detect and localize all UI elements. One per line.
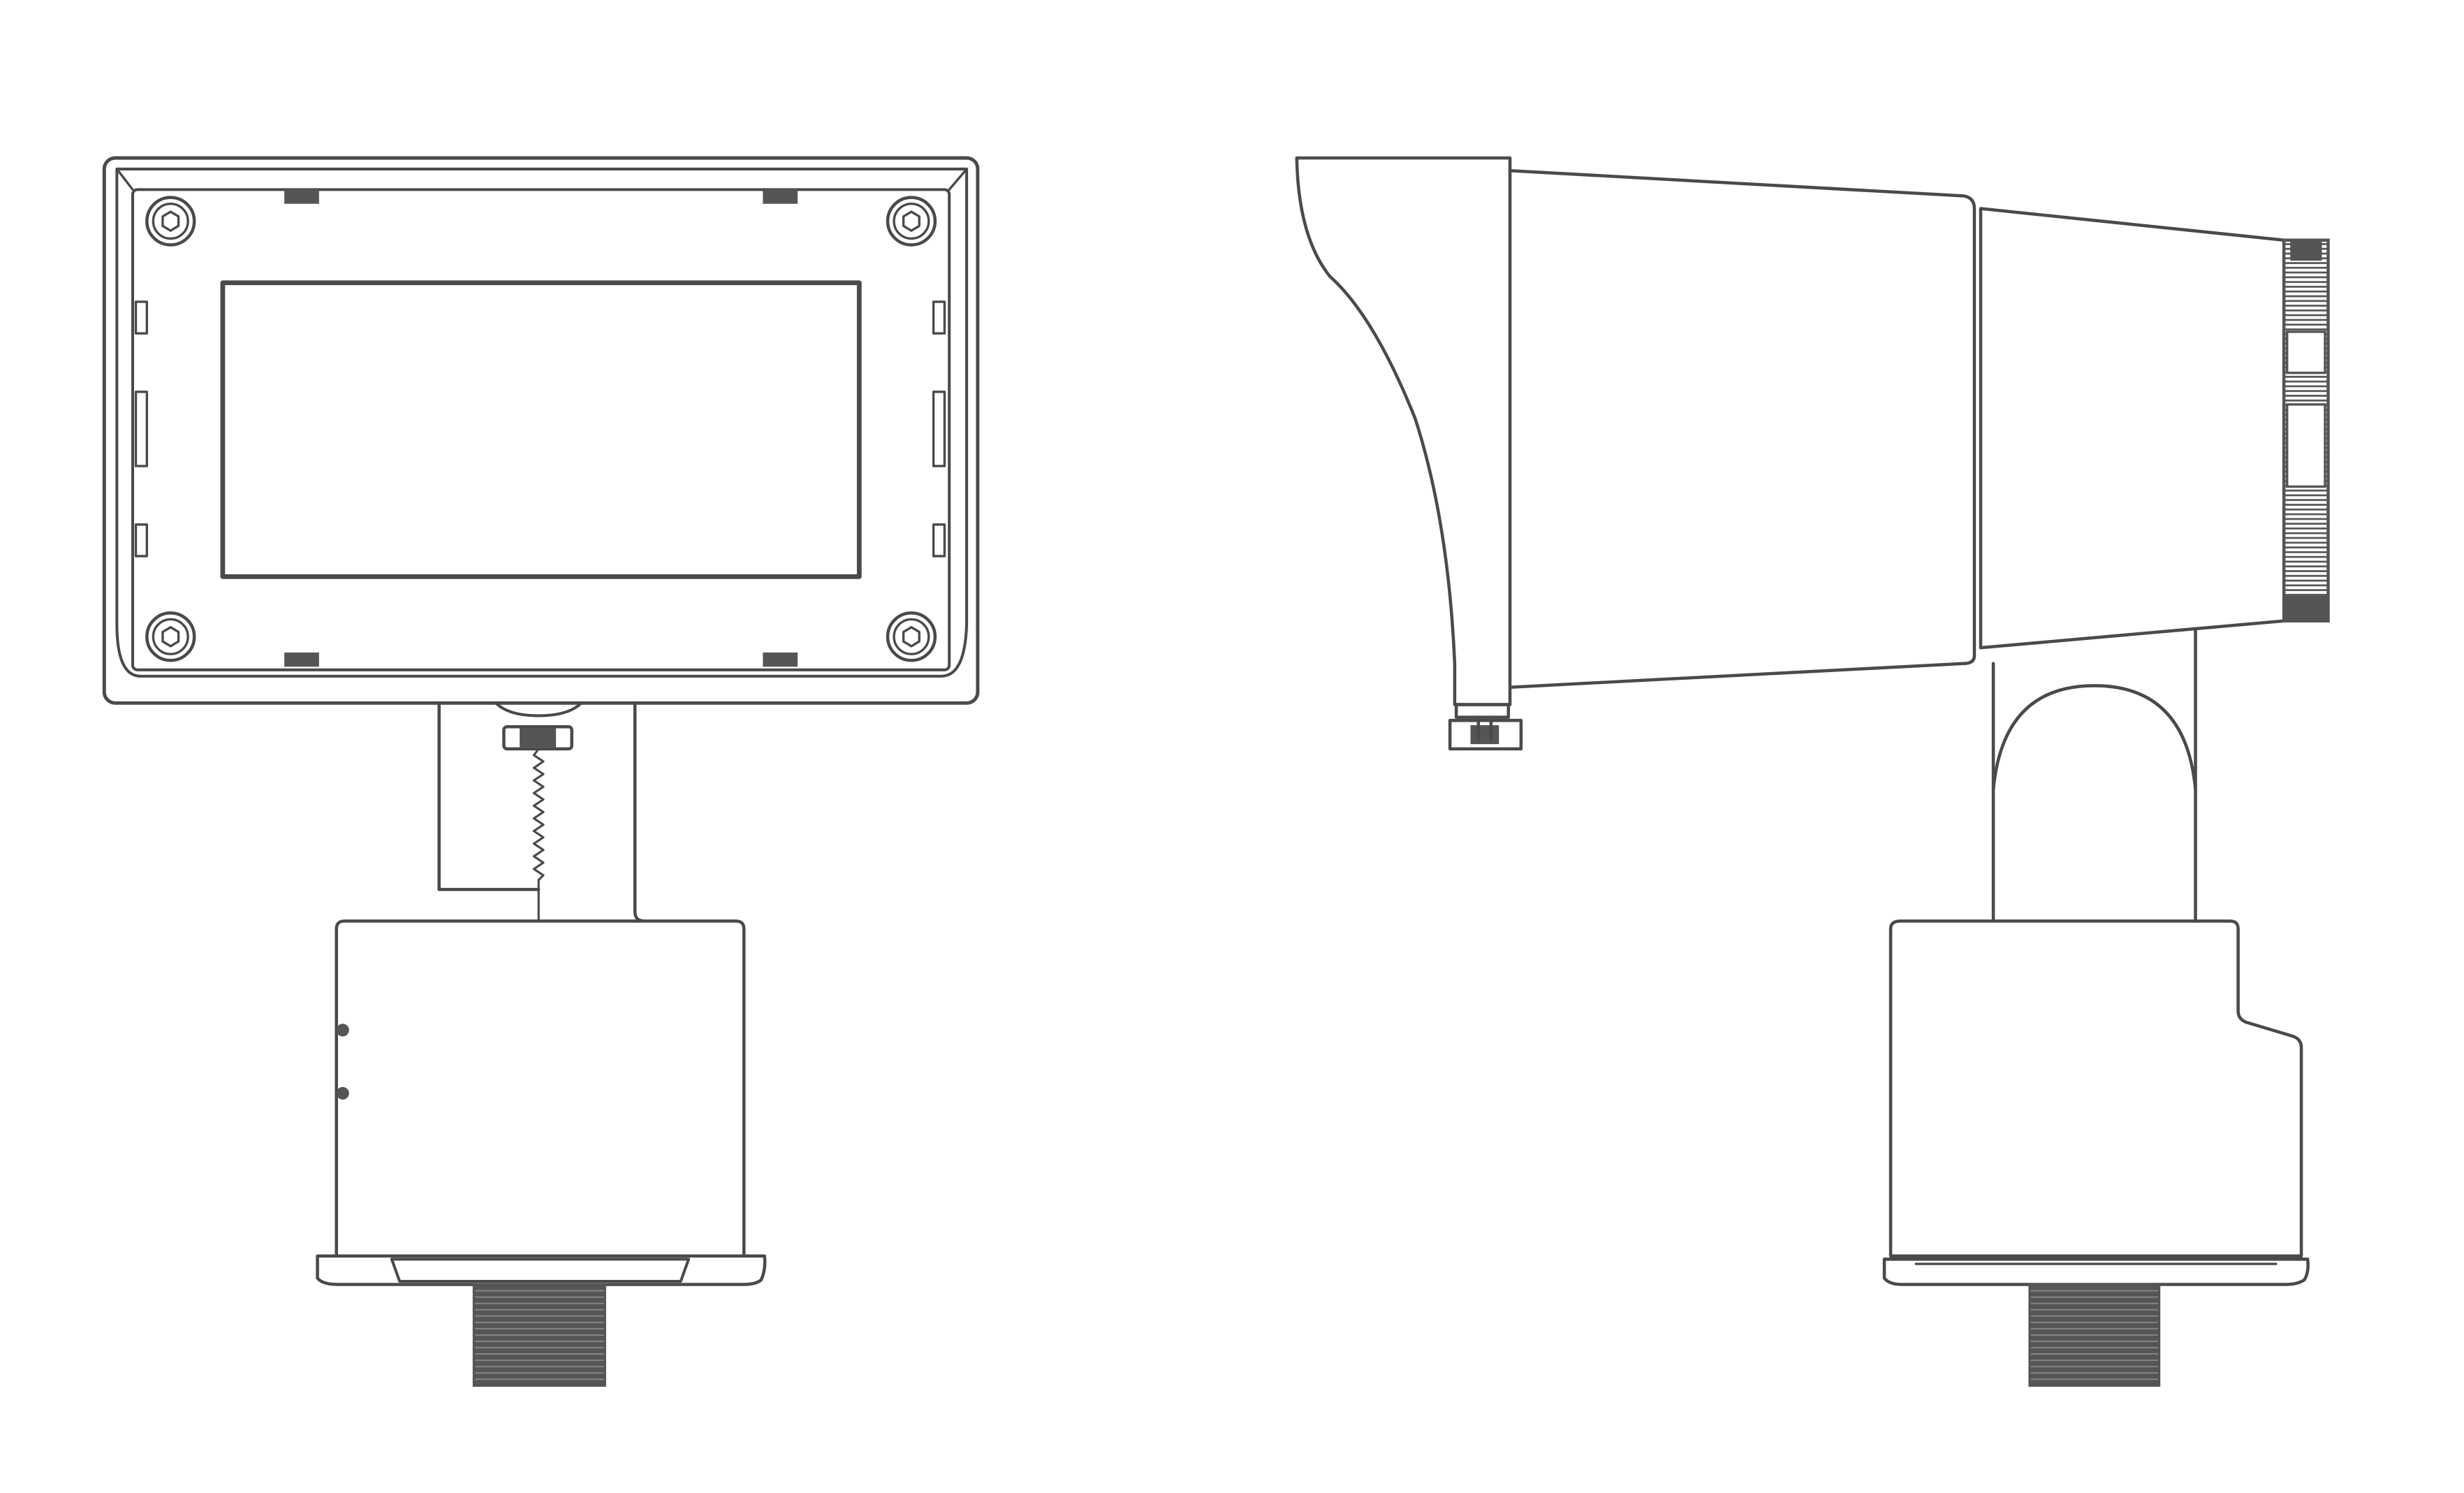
slot-right-3 bbox=[932, 523, 946, 558]
slot-left-1 bbox=[134, 300, 149, 335]
front-inner-panel bbox=[131, 188, 951, 671]
front-threaded-fitting bbox=[472, 1283, 606, 1387]
slot-right-1 bbox=[932, 300, 946, 335]
clip-top-left bbox=[284, 189, 319, 204]
side-knuckle bbox=[1991, 684, 2197, 792]
front-junction-box bbox=[335, 919, 746, 1258]
side-threaded-fitting bbox=[2028, 1283, 2161, 1387]
side-visor-cap bbox=[1454, 703, 1511, 719]
front-arm bbox=[437, 701, 541, 891]
clip-bottom-right bbox=[763, 652, 798, 667]
side-rear-cylinder bbox=[1979, 207, 2286, 650]
screw-top-right-icon bbox=[886, 196, 937, 247]
clip-bottom-left bbox=[284, 652, 319, 667]
side-visor bbox=[1295, 156, 1512, 706]
adjust-screw-thread bbox=[532, 748, 545, 922]
front-bevel-frame bbox=[115, 167, 969, 678]
slot-left-3 bbox=[134, 523, 149, 558]
side-view bbox=[1295, 156, 2330, 1387]
front-view bbox=[102, 156, 980, 1387]
screw-bottom-right-icon bbox=[886, 611, 937, 662]
side-junction-box bbox=[1889, 919, 2303, 1258]
screw-top-left-icon bbox=[145, 196, 196, 247]
clip-top-right bbox=[763, 189, 798, 204]
front-arm-right bbox=[633, 701, 646, 923]
front-base-plate bbox=[316, 1254, 767, 1286]
screw-bottom-left-icon bbox=[145, 611, 196, 662]
slot-left-2 bbox=[134, 391, 149, 467]
front-housing-outer bbox=[102, 156, 980, 705]
slot-right-2 bbox=[932, 391, 946, 467]
side-main-body bbox=[1508, 168, 1977, 689]
side-base-plate bbox=[1882, 1258, 2310, 1286]
front-lens-window bbox=[220, 280, 862, 579]
front-knuckle-bump bbox=[494, 701, 583, 718]
